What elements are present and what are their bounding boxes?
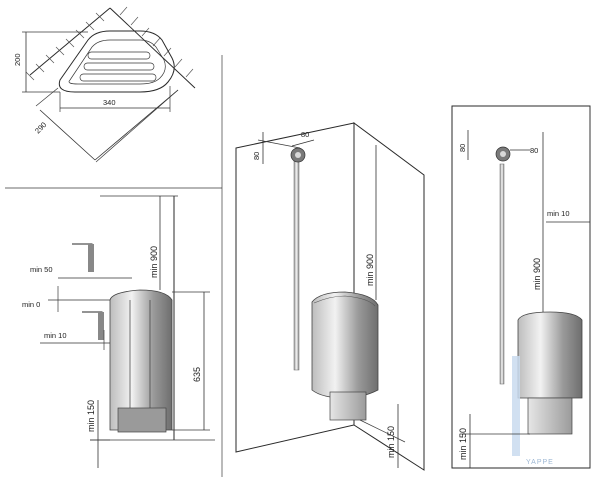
- dim-min-900: min 900: [365, 254, 375, 286]
- dim-635: 635: [192, 367, 202, 382]
- dim-80-vertical: 80: [252, 152, 261, 160]
- stove-corner: [311, 291, 379, 399]
- stove-top-outline: [58, 30, 175, 93]
- side-view: min 50 min 0 min 10 min 900 635 min 150: [22, 195, 215, 468]
- dim-290: 290: [33, 120, 48, 135]
- watermark-text: YAPPE: [526, 459, 554, 466]
- dim-80-horizontal: 80: [301, 130, 309, 139]
- dim-min-150: min 150: [86, 400, 96, 432]
- dim-min-0: min 0: [22, 300, 40, 309]
- wall-view: 80 80 min 10 min 900 min 150 YAPPE: [451, 105, 591, 469]
- dim-340: 340: [103, 98, 116, 107]
- dim-min-10: min 10: [547, 209, 570, 218]
- dim-min-10: min 10: [44, 331, 67, 340]
- stove-side-body: [109, 289, 173, 431]
- dim-min-50: min 50: [30, 265, 53, 274]
- stove-front: [517, 311, 583, 399]
- dim-200: 200: [13, 53, 22, 66]
- dim-min-150: min 150: [386, 426, 396, 458]
- dim-min-900: min 900: [149, 246, 159, 278]
- dim-80-vertical: 80: [458, 144, 467, 152]
- top-view: 200 340 290: [13, 6, 196, 163]
- dim-min-150: min 150: [458, 428, 468, 460]
- dim-min-900: min 900: [532, 258, 542, 290]
- dim-80-horizontal: 80: [530, 146, 538, 155]
- corner-view: 80 80 min 900 min 150: [235, 122, 425, 471]
